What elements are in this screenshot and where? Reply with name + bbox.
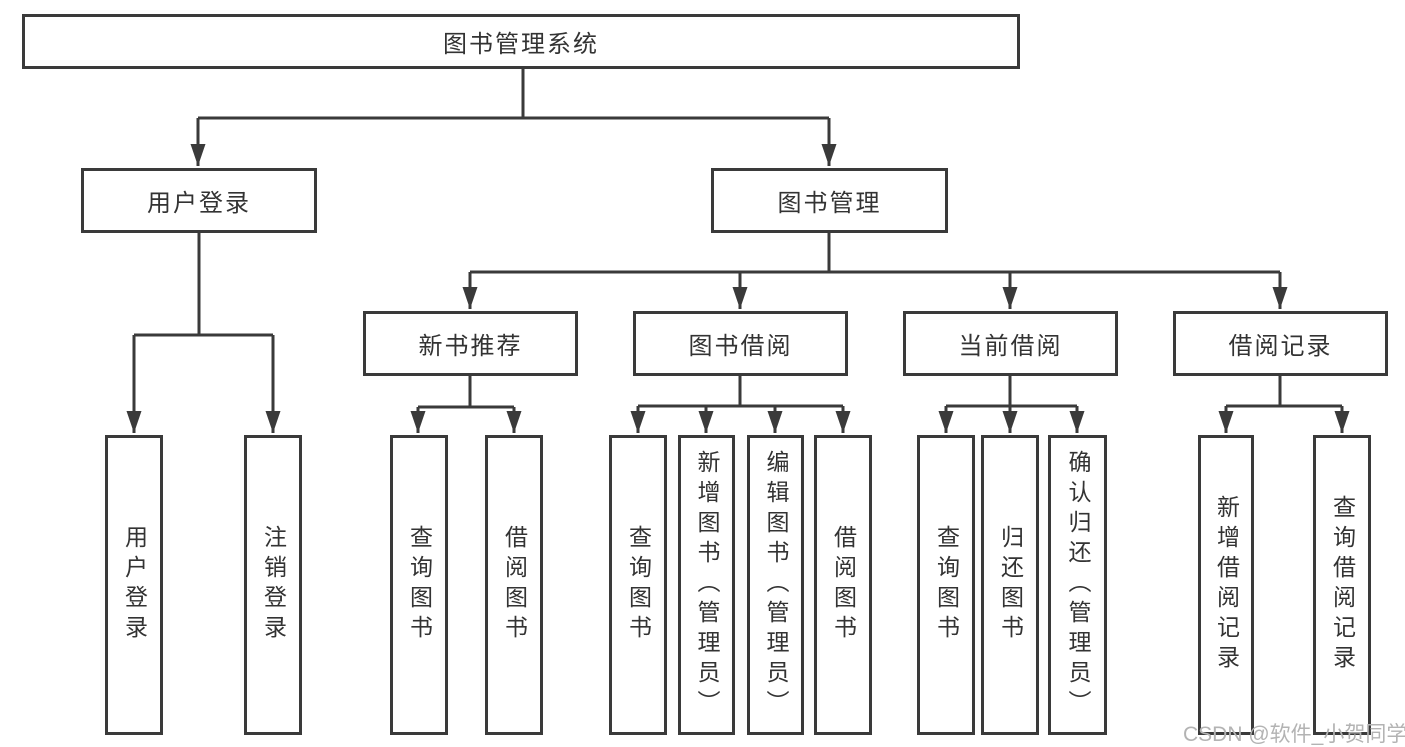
leaf-borrow-add-books-admin-label: 新增图书（管理员） xyxy=(694,450,720,720)
node-book-mgmt-branch-label: 图书管理 xyxy=(777,190,882,217)
node-module-current: 当前借阅 xyxy=(903,311,1118,376)
node-module-borrow-label: 图书借阅 xyxy=(688,333,793,360)
node-module-current-label: 当前借阅 xyxy=(958,333,1063,360)
leaf-borrow-borrow-books: 借阅图书 xyxy=(814,435,872,735)
connector-recommend xyxy=(418,376,514,409)
leaf-current-return-books-label: 归还图书 xyxy=(997,525,1024,645)
node-book-mgmt-branch: 图书管理 xyxy=(711,168,948,233)
leaf-records-add-record: 新增借阅记录 xyxy=(1198,435,1254,735)
leaf-recommend-borrow-books: 借阅图书 xyxy=(485,435,543,735)
leaf-current-query-books: 查询图书 xyxy=(917,435,975,735)
leaf-records-add-record-label: 新增借阅记录 xyxy=(1213,495,1240,675)
leaf-current-confirm-return-admin: 确认归还（管理员） xyxy=(1048,435,1107,735)
leaf-borrow-query-books-label: 查询图书 xyxy=(625,525,652,645)
node-user-login-branch-label: 用户登录 xyxy=(147,190,251,217)
node-library-system: 图书管理系统 xyxy=(22,14,1020,69)
node-module-records-label: 借阅记录 xyxy=(1228,333,1333,360)
leaf-borrow-add-books-admin: 新增图书（管理员） xyxy=(678,435,735,735)
leaf-current-query-books-label: 查询图书 xyxy=(933,525,960,645)
leaf-recommend-query-books-label: 查询图书 xyxy=(406,525,433,645)
leaf-borrow-borrow-books-label: 借阅图书 xyxy=(830,525,857,645)
leaf-logout: 注销登录 xyxy=(244,435,302,735)
node-module-records: 借阅记录 xyxy=(1173,311,1388,376)
leaf-borrow-edit-books-admin: 编辑图书（管理员） xyxy=(747,435,804,735)
leaf-current-confirm-return-admin-label: 确认归还（管理员） xyxy=(1065,450,1091,720)
leaf-user-login-label: 用户登录 xyxy=(121,525,148,645)
node-module-recommend-label: 新书推荐 xyxy=(418,333,523,360)
connector-user-branch xyxy=(134,233,273,337)
leaf-borrow-edit-books-admin-label: 编辑图书（管理员） xyxy=(763,450,789,720)
node-user-login-branch: 用户登录 xyxy=(81,168,317,233)
leaf-current-return-books: 归还图书 xyxy=(981,435,1039,735)
node-module-recommend: 新书推荐 xyxy=(363,311,578,376)
leaf-user-login: 用户登录 xyxy=(105,435,163,735)
leaf-logout-label: 注销登录 xyxy=(260,525,287,645)
node-library-system-label: 图书管理系统 xyxy=(443,31,599,58)
leaf-records-query-record: 查询借阅记录 xyxy=(1313,435,1371,735)
leaf-records-query-record-label: 查询借阅记录 xyxy=(1329,495,1356,675)
node-module-borrow: 图书借阅 xyxy=(633,311,848,376)
csdn-watermark: CSDN @软件_小贺同学 xyxy=(1183,723,1405,746)
leaf-recommend-borrow-books-label: 借阅图书 xyxy=(501,525,528,645)
connector-current xyxy=(946,376,1077,408)
leaf-recommend-query-books: 查询图书 xyxy=(390,435,448,735)
connector-borrow xyxy=(638,376,843,408)
leaf-borrow-query-books: 查询图书 xyxy=(609,435,667,735)
connector-records xyxy=(1226,376,1342,408)
connector-book-branch xyxy=(470,233,1280,274)
connector-root xyxy=(198,69,829,120)
